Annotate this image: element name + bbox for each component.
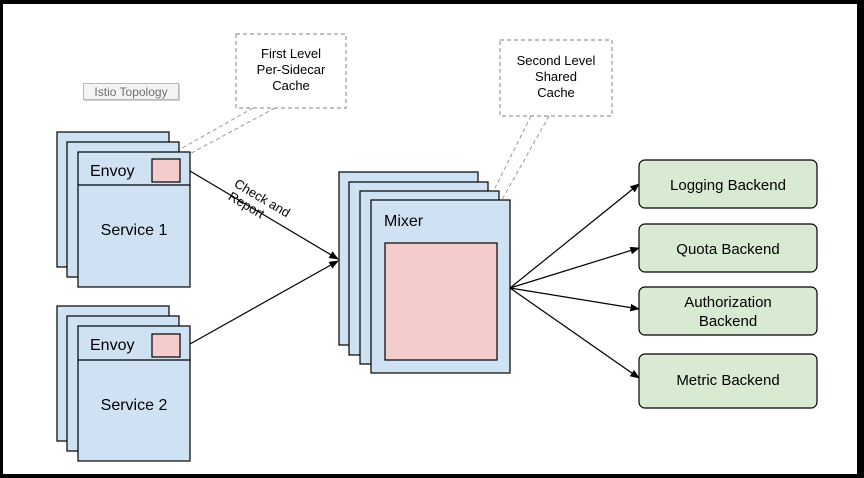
- quota-backend: Quota Backend: [638, 223, 818, 273]
- first-level-cache-callout: First Level Per-Sidecar Cache: [235, 33, 347, 109]
- topology-tag: Istio Topology: [83, 83, 179, 100]
- metric-backend-label: Metric Backend: [676, 372, 779, 389]
- logging-backend-label: Logging Backend: [670, 177, 786, 194]
- service-2-label: Service 2: [101, 397, 168, 414]
- logging-backend: Logging Backend: [638, 159, 818, 209]
- envoy-1-label: Envoy: [90, 163, 134, 180]
- service-1-label: Service 1: [101, 222, 168, 239]
- service-1-stack: [56, 131, 191, 288]
- mixer-cache: [384, 242, 498, 361]
- metric-backend: Metric Backend: [638, 353, 818, 409]
- envoy-2-cache: [151, 333, 181, 358]
- callout-second-line-3: Cache: [537, 85, 575, 100]
- callout-first-line-3: Cache: [272, 78, 310, 93]
- callout-first-line-2: Per-Sidecar: [257, 62, 326, 77]
- check-report-arrows: [189, 170, 339, 345]
- authorization-backend-label-line-2: Backend: [699, 313, 757, 330]
- diagram-svg: First Level Per-Sidecar Cache Second Lev…: [56, 33, 818, 462]
- quota-backend-label: Quota Backend: [676, 241, 779, 258]
- diagram-canvas: Istio Topology First Level Per-Sidecar C…: [3, 4, 857, 474]
- envoy-2-label: Envoy: [90, 337, 134, 354]
- authorization-backend: Authorization Backend: [638, 286, 818, 336]
- authorization-backend-label-line-1: Authorization: [684, 294, 772, 311]
- service-2-stack: [56, 305, 191, 462]
- callout-second-line-1: Second Level: [517, 53, 596, 68]
- callout-first-line-1: First Level: [261, 46, 321, 61]
- second-level-cache-callout: Second Level Shared Cache: [499, 39, 613, 117]
- backend-arrows: [509, 183, 640, 379]
- callout-second-line-2: Shared: [535, 69, 577, 84]
- mixer-stack: [338, 171, 511, 374]
- envoy-1-cache: [151, 158, 181, 183]
- check-report-label: Check and Report: [226, 176, 293, 222]
- mixer-label: Mixer: [384, 213, 424, 230]
